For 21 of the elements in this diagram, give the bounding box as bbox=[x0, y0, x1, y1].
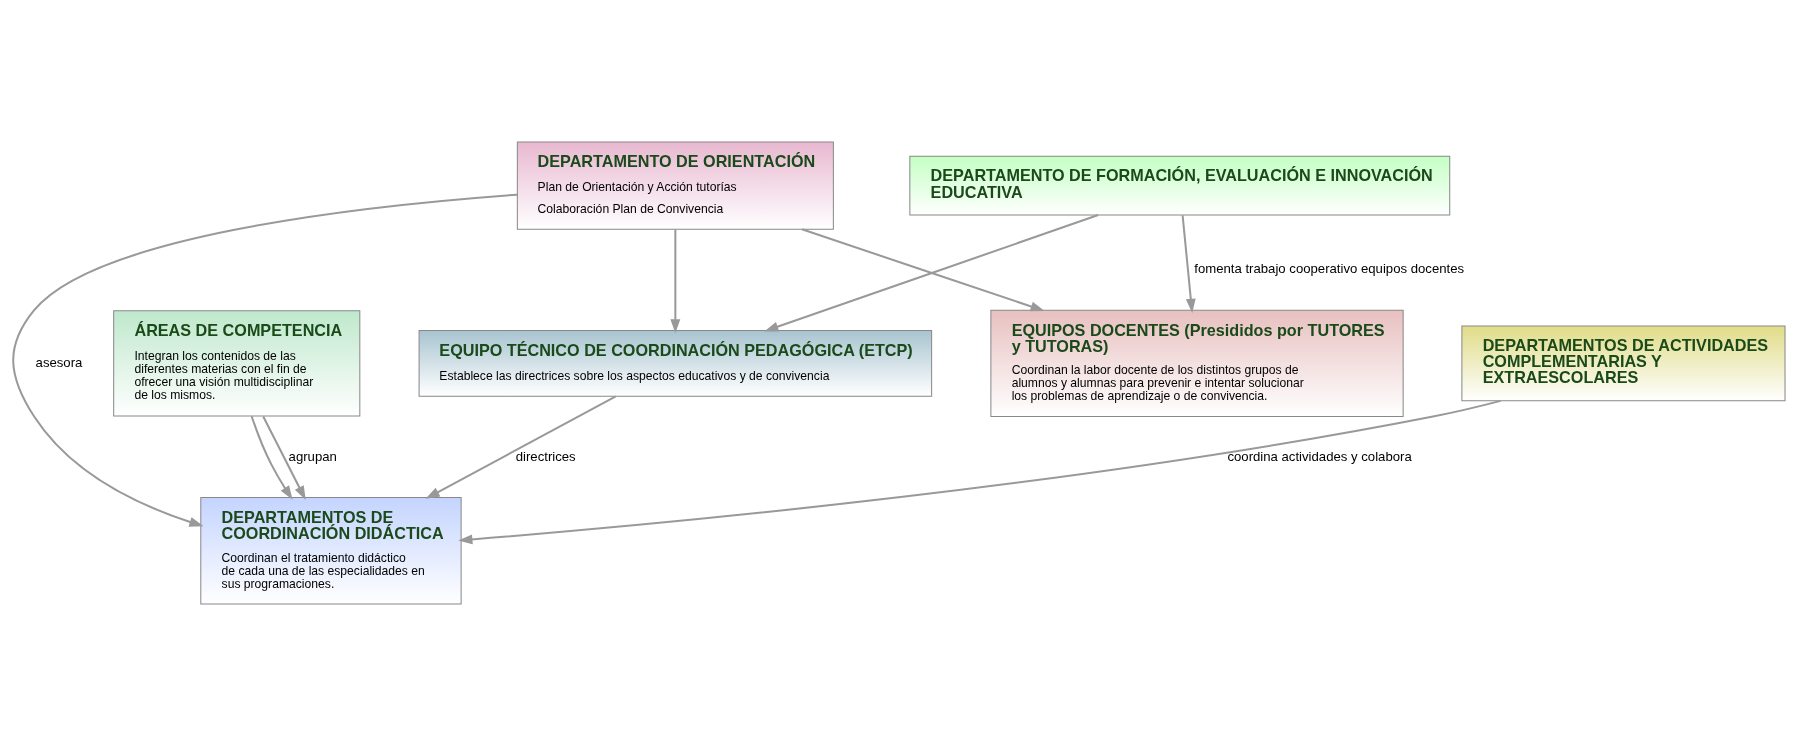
edge-label: coordina actividades y colabora bbox=[1227, 448, 1412, 464]
arrow bbox=[458, 399, 1501, 544]
edge-label: agrupan bbox=[288, 448, 337, 464]
node-box: DEPARTAMENTO DE FORMACIÓN, EVALUACIÓN E INNOVACIÓN EDUCATIVA bbox=[909, 155, 1451, 215]
node-box: DEPARTAMENTOS DE ACTIVIDADES COMPLEMENTARIAS Y EXTRAESCOLARES bbox=[1461, 324, 1786, 401]
arrow bbox=[1181, 214, 1196, 313]
node-box: EQUIPO TÉCNICO DE COORDINACIÓN PEDAGÓGICA (ETCP) Establece las directrices sobre los aspectos educativos y de convivencia bbox=[418, 329, 933, 397]
edge-label: fomenta trabajo cooperativo equipos docentes bbox=[1194, 260, 1465, 276]
node-box: ÁREAS DE COMPETENCIA Integran los contenidos de las diferentes materias con el fin de ofrecer una visión multidisciplinar de los mismos. bbox=[113, 309, 361, 417]
arrow bbox=[250, 415, 293, 500]
node-box: EQUIPOS DOCENTES (Presididos por TUTORES y TUTORAS) Coordinan la labor docente de los distintos grupos de alumnos y alumnas para prevenir e intentar solucionar los problemas de aprendizaje o de convivencia. bbox=[990, 309, 1404, 417]
arrow bbox=[764, 213, 1099, 331]
node-box: DEPARTAMENTO DE ORIENTACIÓN Plan de Orientación y Acción tutorías Colaboración Plan de Convivencia bbox=[516, 141, 834, 230]
node-box: DEPARTAMENTOS DE COORDINACIÓN DIDÁCTICA Coordinan el tratamiento didáctico de cada una de las especialidades en sus programaciones. bbox=[200, 496, 462, 604]
edge-label: asesora bbox=[35, 354, 83, 370]
edge-label: directrices bbox=[515, 448, 576, 464]
arrow bbox=[262, 415, 306, 500]
arrow bbox=[425, 395, 617, 499]
arrow bbox=[12, 193, 518, 527]
arrow bbox=[670, 229, 681, 333]
arrow bbox=[801, 227, 1045, 311]
